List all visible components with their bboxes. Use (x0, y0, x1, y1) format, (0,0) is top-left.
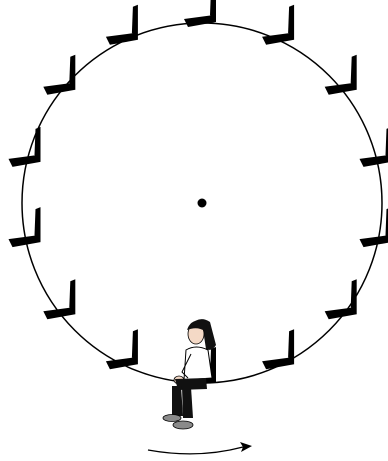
seat (43, 279, 75, 319)
seat (262, 329, 294, 369)
seat (262, 5, 294, 45)
seat (106, 5, 138, 45)
seat (9, 207, 41, 247)
seat (325, 55, 357, 95)
rotation-arrow (148, 442, 252, 454)
seat (43, 55, 75, 95)
seat (360, 207, 388, 247)
wheel-hub (198, 199, 207, 208)
rider-figure (163, 319, 216, 429)
seat (9, 127, 41, 167)
seat (106, 329, 138, 369)
seat (325, 279, 357, 319)
